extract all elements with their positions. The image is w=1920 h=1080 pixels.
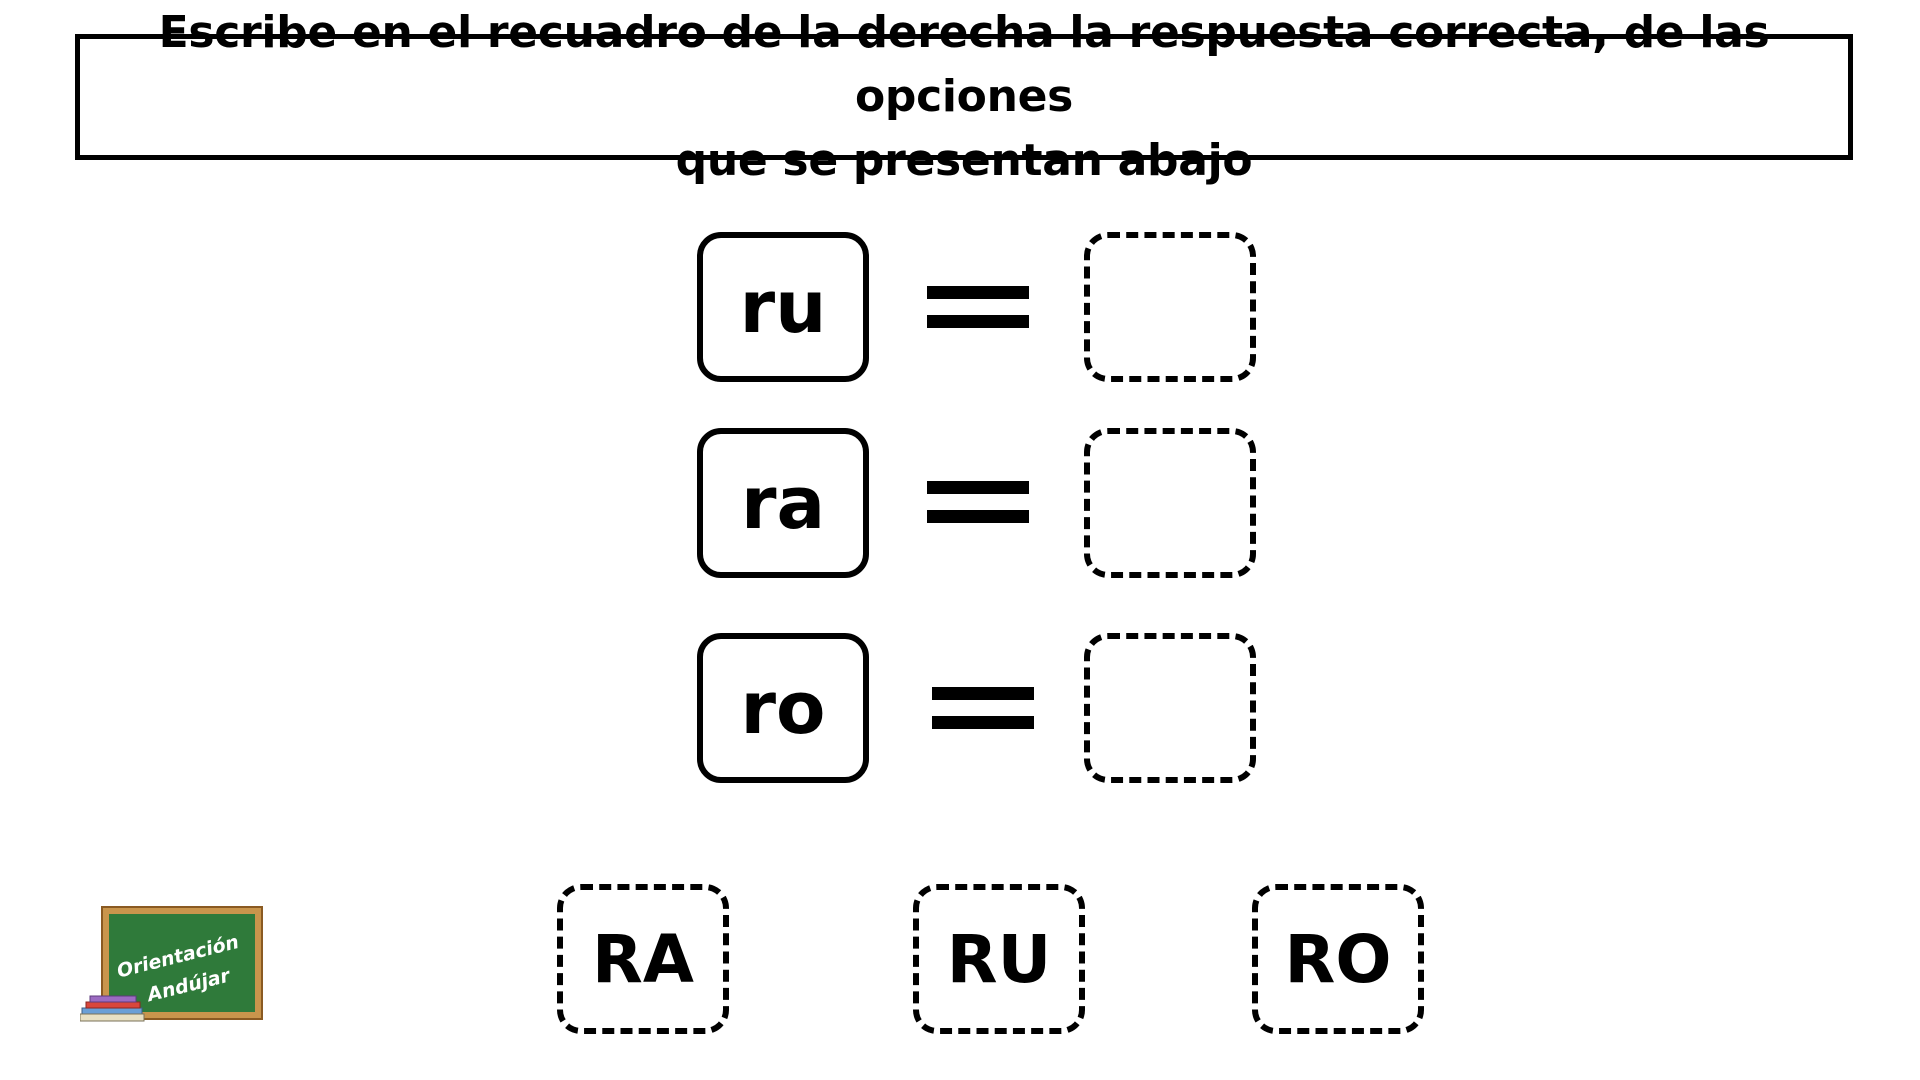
instruction-text: Escribe en el recuadro de la derecha la … xyxy=(80,1,1848,193)
instruction-line-2: que se presentan abajo xyxy=(675,135,1253,186)
option-box-ro[interactable]: RO xyxy=(1252,884,1424,1034)
equals-sign xyxy=(932,687,1034,731)
option-box-ra[interactable]: RA xyxy=(557,884,729,1034)
syllable-box-ra: ra xyxy=(697,428,869,578)
answer-box-2[interactable] xyxy=(1084,428,1256,578)
equals-sign xyxy=(927,481,1029,525)
books-icon xyxy=(80,995,145,1022)
chalkboard-icon: Orientación Andújar xyxy=(80,906,263,1022)
answer-box-3[interactable] xyxy=(1084,633,1256,783)
instruction-line-1: Escribe en el recuadro de la derecha la … xyxy=(158,7,1770,122)
syllable-box-ro: ro xyxy=(697,633,869,783)
equals-sign xyxy=(927,286,1029,330)
answer-box-1[interactable] xyxy=(1084,232,1256,382)
instruction-box: Escribe en el recuadro de la derecha la … xyxy=(75,7,1853,186)
option-box-ru[interactable]: RU xyxy=(913,884,1085,1034)
syllable-box-ru: ru xyxy=(697,232,869,382)
